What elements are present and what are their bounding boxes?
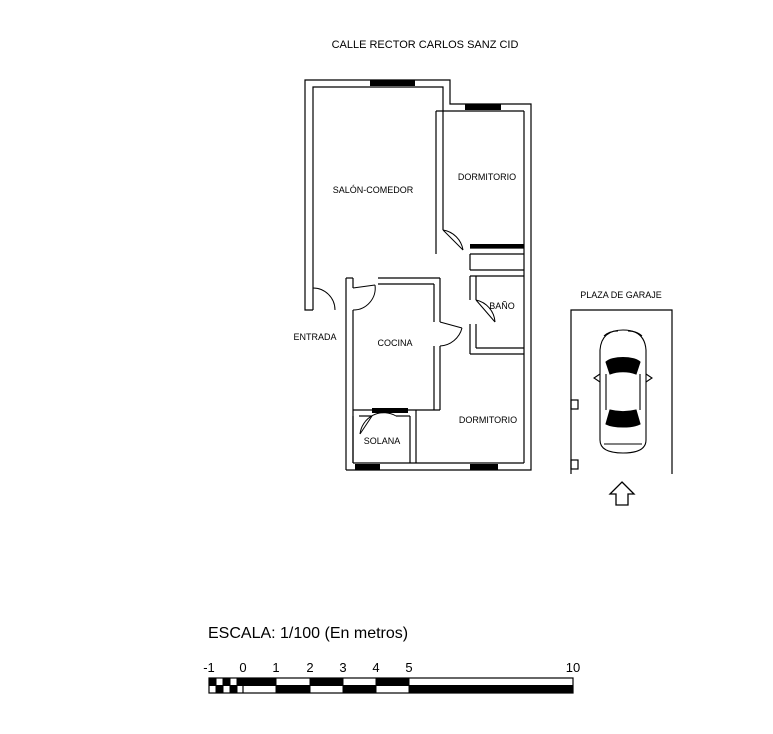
scale-tick-label: -1 [203,660,215,675]
garage-space [570,309,673,474]
scale-tick-label: 10 [566,660,580,675]
street-label: CALLE RECTOR CARLOS SANZ CID [332,39,519,51]
doors [312,229,496,435]
scale-tick-label: 4 [372,660,379,675]
scale-tick-label: 5 [405,660,412,675]
scale-tick-label: 3 [339,660,346,675]
arrow-up-icon [608,481,636,506]
entrance-label: ENTRADA [293,332,336,342]
scale-bar [208,677,574,694]
apartment-walls [304,79,532,471]
windows [355,80,524,470]
room-label-dormitorio-2: DORMITORIO [459,415,517,425]
room-label-cocina: COCINA [377,338,412,348]
scale-tick-label: 2 [306,660,313,675]
car-top-view-icon [593,329,653,454]
scale-tick-labels: -1 0 1 2 3 4 5 10 [203,660,580,675]
garage-title: PLAZA DE GARAJE [580,290,662,300]
scale-tick-label: 0 [239,660,246,675]
scale-tick-label: 1 [272,660,279,675]
room-label-dormitorio-1: DORMITORIO [458,172,516,182]
room-label-bano: BAÑO [489,301,515,311]
scale-title: ESCALA: 1/100 (En metros) [208,625,408,642]
room-label-salon-comedor: SALÓN-COMEDOR [333,185,414,195]
room-label-solana: SOLANA [364,436,401,446]
